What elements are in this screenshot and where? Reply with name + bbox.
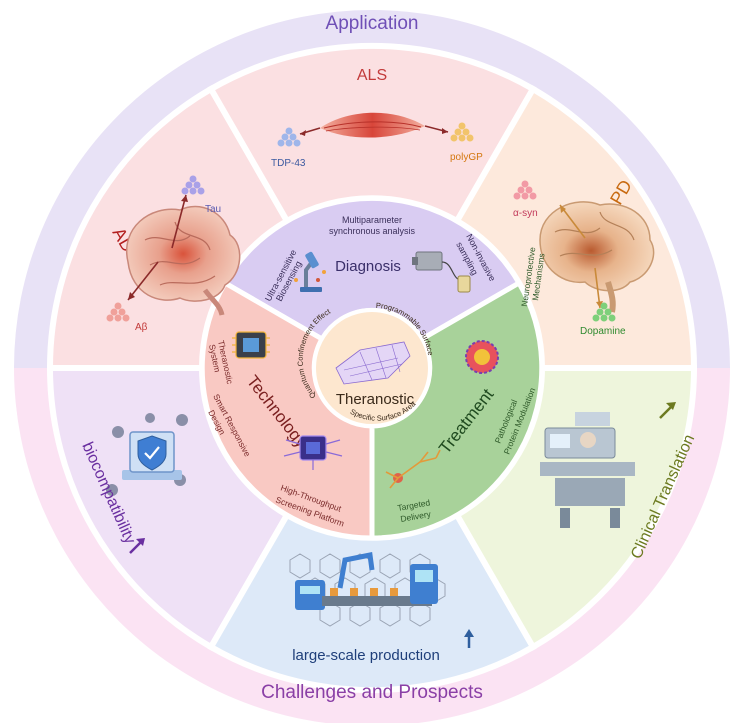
neuron-icon [385, 449, 441, 489]
circuit-chip-icon [283, 435, 343, 470]
shield-icon [137, 435, 167, 471]
tdp43-particles [277, 127, 301, 147]
dopamine-label: Dopamine [580, 326, 626, 337]
als-title: ALS [357, 67, 387, 84]
tau-label: Tau [205, 204, 221, 215]
shield-laptop-illustration [106, 413, 188, 496]
production-line-illustration [289, 552, 446, 627]
ad-arrow-down [127, 261, 159, 301]
production-panel: large-scale production [289, 552, 474, 664]
pd-arrow-down [594, 267, 601, 309]
production-label: large-scale production [292, 647, 440, 664]
polygp-particles [450, 122, 474, 142]
application-label: Application [326, 13, 419, 34]
pd-panel: PD α-syn Dopamine [513, 176, 655, 337]
als-panel: ALS TDP-43 polyGP [271, 67, 483, 169]
diagnosis-top-line2: synchronous analysis [329, 226, 416, 236]
abeta-particles [106, 302, 130, 322]
dopamine-particles [592, 302, 616, 322]
sensor-device-icon [412, 251, 471, 293]
center-title: Theranostic [336, 391, 415, 408]
graphene-sheet-icon [335, 341, 411, 385]
asyn-particles [513, 180, 537, 200]
ad-brain-illustration [125, 205, 241, 316]
microscope-icon [294, 251, 326, 292]
pd-arrow-up [559, 204, 586, 239]
tdp43-label: TDP-43 [271, 158, 306, 169]
diagnosis-top-line1: Multiparameter [342, 215, 402, 225]
lab-equipment-illustration [540, 412, 635, 528]
asyn-label: α-syn [513, 208, 538, 219]
ad-arrow-up [171, 194, 187, 249]
abeta-label: Aβ [135, 322, 148, 333]
tau-particles [181, 175, 205, 195]
polygp-label: polyGP [450, 152, 483, 163]
pd-brain-illustration [539, 201, 655, 313]
chip-icon [232, 331, 270, 359]
challenges-label: Challenges and Prospects [261, 682, 483, 703]
diagnosis-title: Diagnosis [335, 258, 401, 275]
nanoparticle-icon [465, 340, 499, 374]
muscle-illustration [320, 112, 425, 138]
